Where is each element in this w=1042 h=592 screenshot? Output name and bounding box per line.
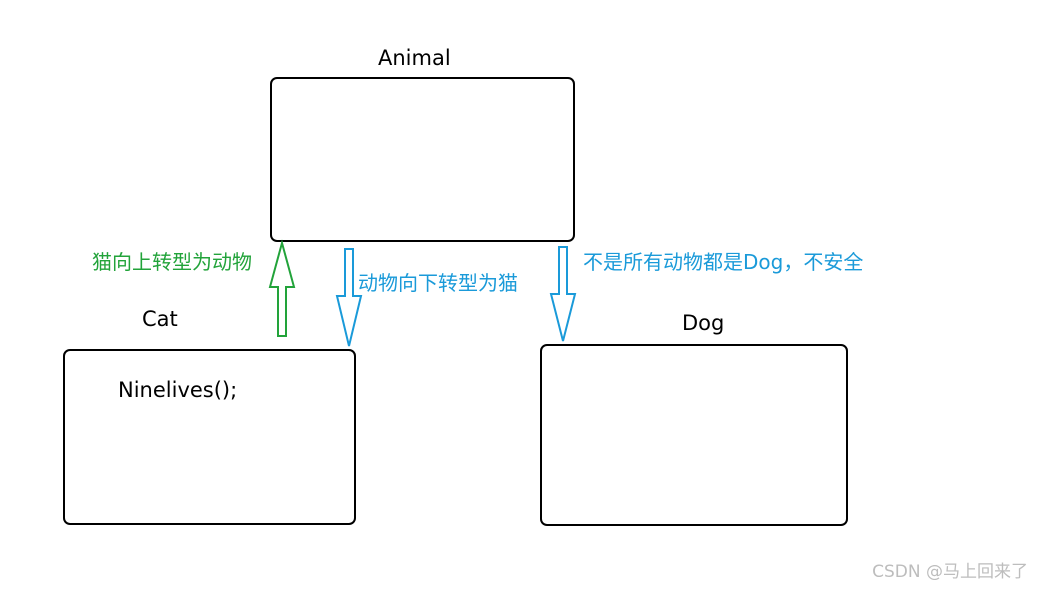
- cat-label: Cat: [142, 307, 178, 331]
- downcast-arrow: [335, 248, 363, 347]
- cat-box: Ninelives();: [63, 349, 356, 525]
- dog-label: Dog: [682, 311, 725, 335]
- dog-box: [540, 344, 848, 526]
- animal-label: Animal: [378, 46, 451, 70]
- unsafe-downcast-arrow: [549, 246, 577, 342]
- unsafe-note: 不是所有动物都是Dog，不安全: [583, 250, 864, 274]
- watermark: CSDN @马上回来了: [872, 562, 1028, 582]
- cat-method: Ninelives();: [118, 378, 238, 402]
- downcast-note: 动物向下转型为猫: [358, 271, 518, 295]
- upcast-arrow: [268, 239, 296, 337]
- animal-box: [270, 77, 575, 242]
- upcast-note: 猫向上转型为动物: [92, 250, 252, 274]
